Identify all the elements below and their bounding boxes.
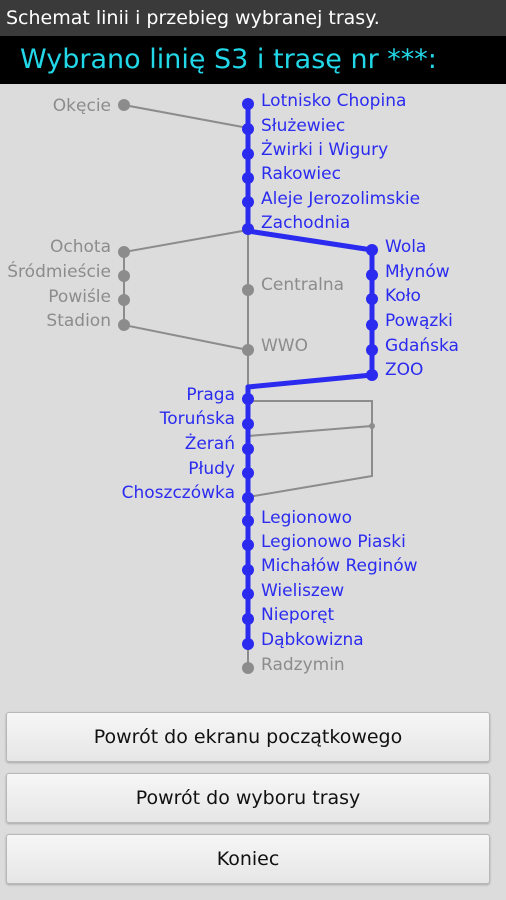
- station-label-gdanska: Gdańska: [385, 336, 459, 356]
- station-label-powisle: Powiśle: [48, 287, 111, 307]
- station-label-wwo: WWO: [261, 336, 308, 356]
- station-dot-centralna: [242, 284, 254, 296]
- station-label-dabkowizna: Dąbkowizna: [261, 630, 364, 650]
- station-dot-gdanska: [366, 344, 378, 356]
- station-label-legionowo: Legionowo: [261, 508, 352, 528]
- okecie-branch-line: [123, 104, 249, 129]
- station-label-torunska: Toruńska: [159, 409, 235, 429]
- station-dot-wieliszew: [242, 588, 254, 600]
- station-label-zachodnia: Zachodnia: [261, 213, 350, 233]
- station-dot-choszczowka: [242, 492, 254, 504]
- station-label-zoo: ZOO: [385, 360, 423, 380]
- station-dot-legionowo-piaski: [242, 539, 254, 551]
- station-dot-radzymin: [242, 662, 254, 674]
- station-dot-aleje: [242, 196, 254, 208]
- station-label-okecie: Okęcie: [53, 96, 111, 116]
- station-label-ochota: Ochota: [50, 237, 111, 257]
- station-label-praga: Praga: [186, 385, 235, 405]
- station-dot-powazki: [366, 319, 378, 331]
- window-title: Schemat linii i przebieg wybranej trasy.: [0, 0, 506, 36]
- station-dot-ochota: [118, 246, 130, 258]
- line-schema-map: Okęcie Ochota Śródmieście Powiśle Stadio…: [7, 91, 459, 675]
- station-dot-rakowiec: [242, 172, 254, 184]
- srodmiescie-branch-top-line: [123, 229, 249, 253]
- station-label-zeran: Żerań: [185, 433, 235, 454]
- station-dot-nieporet: [242, 613, 254, 625]
- station-dot-wola: [366, 244, 378, 256]
- station-label-pludy: Płudy: [188, 459, 235, 479]
- station-label-lotnisko: Lotnisko Chopina: [261, 91, 406, 111]
- station-dot-zeran: [242, 443, 254, 455]
- station-dot-zwirki: [242, 148, 254, 160]
- station-dot-praga: [242, 393, 254, 405]
- station-dot-powisle: [118, 294, 130, 306]
- station-dot-zoo: [366, 369, 378, 381]
- station-dot-mlynow: [366, 269, 378, 281]
- station-dot-srodmiescie: [118, 270, 130, 282]
- station-dot-legionowo: [242, 515, 254, 527]
- station-label-stadion: Stadion: [46, 311, 111, 331]
- station-dot-stadion: [118, 319, 130, 331]
- station-dot-zachodnia: [242, 223, 254, 235]
- station-dot-pludy: [242, 467, 254, 479]
- junction-dot: [369, 423, 375, 429]
- station-label-legionowo-piaski: Legionowo Piaski: [261, 532, 406, 552]
- back-to-home-button[interactable]: Powrót do ekranu początkowego: [6, 712, 490, 762]
- station-dot-dabkowizna: [242, 638, 254, 650]
- station-label-wola: Wola: [385, 237, 426, 257]
- station-label-aleje: Aleje Jerozolimskie: [261, 189, 420, 209]
- station-label-choszczowka: Choszczówka: [122, 483, 235, 503]
- station-label-nieporet: Nieporęt: [261, 605, 335, 625]
- station-label-mlynow: Młynów: [385, 262, 450, 282]
- active-route-loop-line: [245, 228, 375, 390]
- exit-button[interactable]: Koniec: [6, 834, 490, 884]
- station-label-powazki: Powązki: [385, 311, 453, 331]
- station-label-zwirki: Żwirki i Wigury: [261, 139, 388, 160]
- station-dot-sluzewiec: [242, 123, 254, 135]
- station-label-radzymin: Radzymin: [261, 655, 345, 675]
- station-label-kolo: Koło: [385, 286, 421, 306]
- station-dot-lotnisko: [242, 98, 254, 110]
- station-dot-kolo: [366, 293, 378, 305]
- station-dot-wwo: [242, 344, 254, 356]
- station-dot-torunska: [242, 418, 254, 430]
- line-schema: Okęcie Ochota Śródmieście Powiśle Stadio…: [0, 84, 506, 700]
- praga-zigzag-line: [247, 400, 373, 498]
- station-label-wieliszew: Wieliszew: [261, 581, 344, 601]
- station-label-michalow: Michałów Reginów: [261, 556, 418, 576]
- station-label-centralna: Centralna: [261, 275, 344, 295]
- srodmiescie-branch-bottom-line: [123, 324, 249, 351]
- selected-line-header: Wybrano linię S3 i trasę nr ***:: [0, 36, 506, 84]
- back-to-route-selection-button[interactable]: Powrót do wyboru trasy: [6, 773, 490, 823]
- station-label-srodmiescie: Śródmieście: [7, 260, 111, 282]
- station-label-sluzewiec: Służewiec: [261, 116, 345, 136]
- station-dot-okecie: [118, 99, 130, 111]
- station-dot-michalow: [242, 564, 254, 576]
- station-label-rakowiec: Rakowiec: [261, 164, 341, 184]
